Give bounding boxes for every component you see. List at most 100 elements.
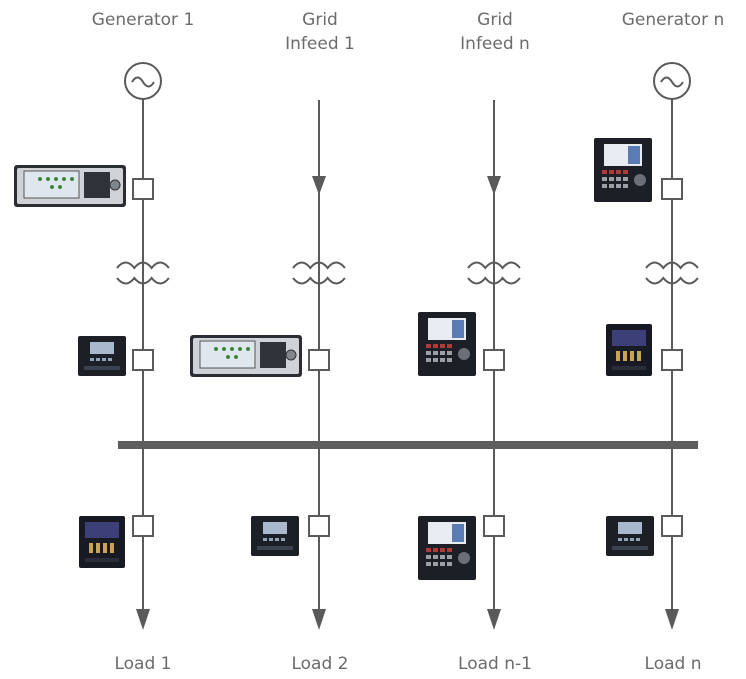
- control-knob: [634, 174, 646, 186]
- relay-display: [612, 330, 646, 346]
- source-label-1-line-1: Generator 1: [91, 10, 195, 30]
- control-knob: [458, 348, 470, 360]
- circuit-breaker-icon: [132, 515, 154, 537]
- relay-key: [426, 351, 431, 355]
- relay-key: [433, 351, 438, 355]
- transformer-primary-icon: [116, 261, 170, 270]
- load-label-2: Load 2: [291, 654, 349, 674]
- infeed-arrow-icon: [487, 176, 501, 195]
- relay-device: [78, 336, 126, 376]
- transformer-primary-icon: [292, 261, 346, 270]
- relay-device: [79, 516, 125, 568]
- relay-screen-panel: [452, 320, 464, 338]
- relay-key: [108, 358, 112, 361]
- load-arrow-icon: [665, 609, 679, 630]
- status-led: [226, 355, 230, 359]
- transformer-primary-icon: [645, 261, 699, 270]
- infeed-arrow-icon: [312, 176, 326, 195]
- busbar-group: [118, 441, 698, 449]
- relay-key: [426, 555, 431, 559]
- relay-key: [433, 358, 438, 362]
- load-label-3: Load n-1: [458, 654, 532, 674]
- relay-strip: [612, 546, 648, 550]
- status-led: [70, 177, 74, 181]
- relay-key: [440, 555, 445, 559]
- transformer-primary-icon: [467, 261, 521, 270]
- circuit-breaker-icon: [132, 349, 154, 371]
- relay-key: [609, 184, 614, 188]
- relay-key: [602, 177, 607, 181]
- control-knob: [285, 349, 297, 361]
- relay-display: [263, 522, 287, 534]
- circuit-breaker-icon: [483, 349, 505, 371]
- transformer-secondary-icon: [292, 276, 346, 285]
- relay-device: [606, 516, 654, 556]
- status-led: [46, 177, 50, 181]
- relay-key: [637, 351, 641, 361]
- relay-key: [447, 555, 452, 559]
- relay-device: [14, 165, 126, 207]
- relay-key: [616, 184, 621, 188]
- relay-key: [630, 351, 634, 361]
- status-led: [214, 347, 218, 351]
- relay-key: [269, 538, 273, 541]
- relay-display: [90, 342, 114, 354]
- sine-wave-icon: [131, 76, 155, 88]
- status-led: [238, 347, 242, 351]
- circuit-breaker-icon: [483, 515, 505, 537]
- relay-strip: [85, 558, 119, 562]
- transformer-secondary-icon: [467, 276, 521, 285]
- relay-screen-panel: [452, 524, 464, 542]
- relay-key: [447, 358, 452, 362]
- circuit-breaker-icon: [661, 178, 683, 200]
- keypad: [260, 342, 286, 368]
- relay-key: [623, 177, 628, 181]
- relay-key: [426, 548, 431, 552]
- relay-devices: [14, 138, 654, 580]
- relay-key: [440, 548, 445, 552]
- load-label-1: Load 1: [114, 654, 172, 674]
- relay-key: [616, 351, 620, 361]
- circuit-breaker-icon: [661, 515, 683, 537]
- relay-key: [447, 351, 452, 355]
- sine-wave-icon: [660, 76, 684, 88]
- transformer-secondary-icon: [645, 276, 699, 285]
- status-led: [54, 177, 58, 181]
- relay-strip: [84, 366, 120, 370]
- source-label-3-line-1: Grid: [477, 10, 513, 30]
- relay-key: [96, 358, 100, 361]
- relay-key: [433, 344, 438, 348]
- relay-key: [630, 538, 634, 541]
- relay-key: [636, 538, 640, 541]
- relay-strip: [612, 366, 646, 370]
- status-led: [234, 355, 238, 359]
- source-label-2-line-1: Grid: [302, 10, 338, 30]
- source-label-4-line-1: Generator n: [621, 10, 725, 30]
- circuit-breaker-icon: [132, 178, 154, 200]
- relay-key: [602, 184, 607, 188]
- status-led: [222, 347, 226, 351]
- load-label-4: Load n: [644, 654, 702, 674]
- relay-key: [103, 543, 107, 553]
- transformer-secondary-icon: [116, 276, 170, 285]
- relay-key: [426, 562, 431, 566]
- source-label-3: Grid Infeed n: [415, 8, 575, 56]
- relay-key: [281, 538, 285, 541]
- relay-key: [609, 170, 614, 174]
- relay-screen-panel: [628, 146, 640, 164]
- relay-key: [426, 344, 431, 348]
- relay-key: [618, 538, 622, 541]
- relay-key: [447, 562, 452, 566]
- relay-key: [90, 358, 94, 361]
- relay-key: [433, 555, 438, 559]
- relay-key: [623, 351, 627, 361]
- source-label-2: Grid Infeed 1: [240, 8, 400, 56]
- source-label-4: Generator n: [593, 8, 746, 32]
- status-led: [38, 177, 42, 181]
- equipment: [116, 62, 699, 630]
- relay-strip: [257, 546, 293, 550]
- relay-key: [447, 548, 452, 552]
- control-knob: [109, 179, 121, 191]
